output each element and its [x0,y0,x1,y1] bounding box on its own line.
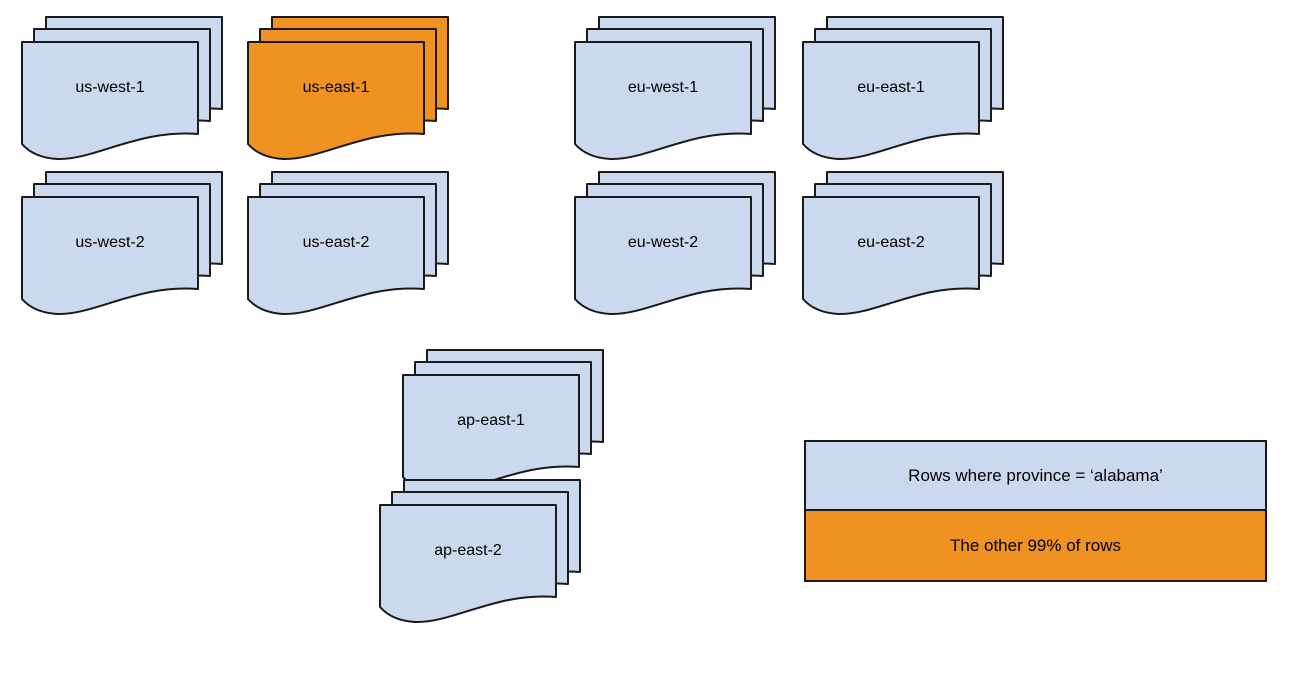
document-sheet-front [802,41,980,161]
document-stack-eu-east-1[interactable]: eu-east-1 [802,16,1007,165]
legend-row-other: The other 99% of rows [806,511,1265,580]
document-stack-us-east-1[interactable]: us-east-1 [247,16,452,165]
document-stack-ap-east-1[interactable]: ap-east-1 [402,349,607,498]
document-stack-us-west-2[interactable]: us-west-2 [21,171,226,320]
document-sheet-front [21,196,199,316]
document-sheet-front [21,41,199,161]
document-sheet-front [574,196,752,316]
legend-row-matching: Rows where province = ‘alabama’ [806,442,1265,511]
document-sheet-front [802,196,980,316]
document-stack-us-east-2[interactable]: us-east-2 [247,171,452,320]
legend: Rows where province = ‘alabama’ The othe… [804,440,1267,582]
document-stack-us-west-1[interactable]: us-west-1 [21,16,226,165]
legend-label-other: The other 99% of rows [949,535,1122,555]
document-stack-eu-west-1[interactable]: eu-west-1 [574,16,779,165]
document-stack-ap-east-2[interactable]: ap-east-2 [379,479,584,628]
document-sheet-front [574,41,752,161]
document-sheet-front [247,41,425,161]
legend-label-matching: Rows where province = ‘alabama’ [908,465,1163,485]
document-sheet-front [247,196,425,316]
document-stack-eu-east-2[interactable]: eu-east-2 [802,171,1007,320]
document-sheet-front [402,374,580,494]
document-stack-eu-west-2[interactable]: eu-west-2 [574,171,779,320]
document-sheet-front [379,504,557,624]
